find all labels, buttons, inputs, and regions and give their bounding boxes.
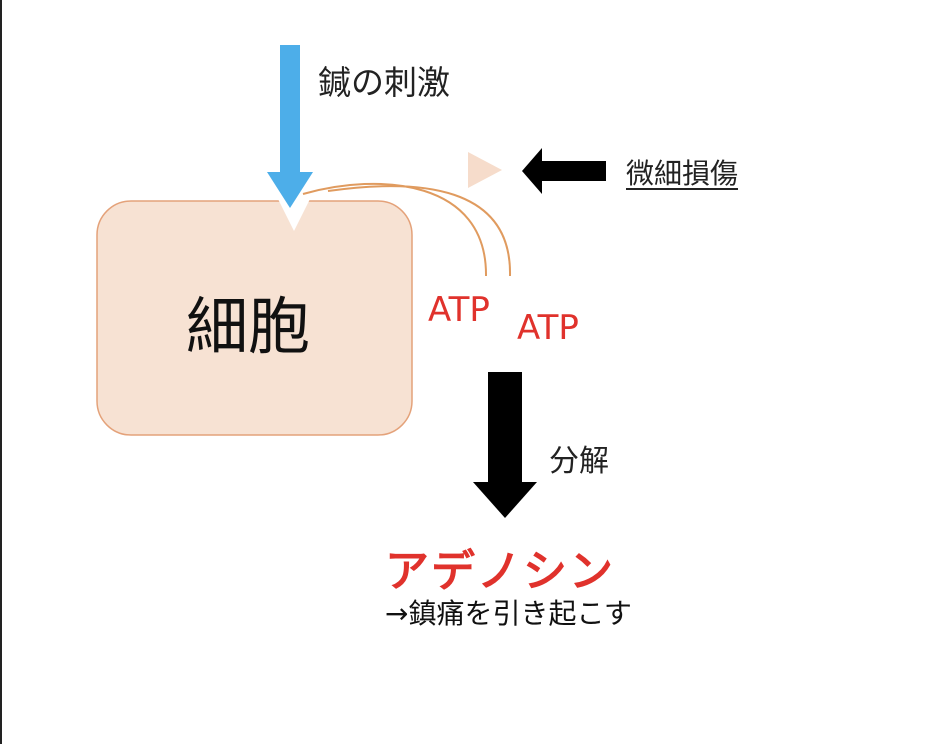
micro-damage-label: 微細損傷 — [626, 157, 739, 190]
decomposition-arrow-icon — [473, 372, 537, 518]
cell-label: 細胞 — [186, 290, 311, 363]
adenosine-label: アデノシン — [385, 546, 615, 597]
atp-label-1: ATP — [428, 290, 490, 330]
needle-arrow-icon — [267, 45, 313, 208]
damage-triangle — [468, 152, 502, 188]
atp-curve-2 — [327, 185, 512, 277]
cell-notch — [278, 199, 310, 231]
effect-label: →鎮痛を引き起こす — [385, 597, 632, 630]
decomposition-label: 分解 — [549, 444, 609, 479]
needle-stimulus-label: 鍼の刺激 — [318, 63, 450, 102]
left-border — [0, 0, 2, 744]
atp-label-2: ATP — [517, 308, 579, 348]
atp-curve-1 — [302, 182, 488, 277]
cell-box — [96, 200, 413, 436]
damage-arrow-icon — [522, 148, 606, 194]
